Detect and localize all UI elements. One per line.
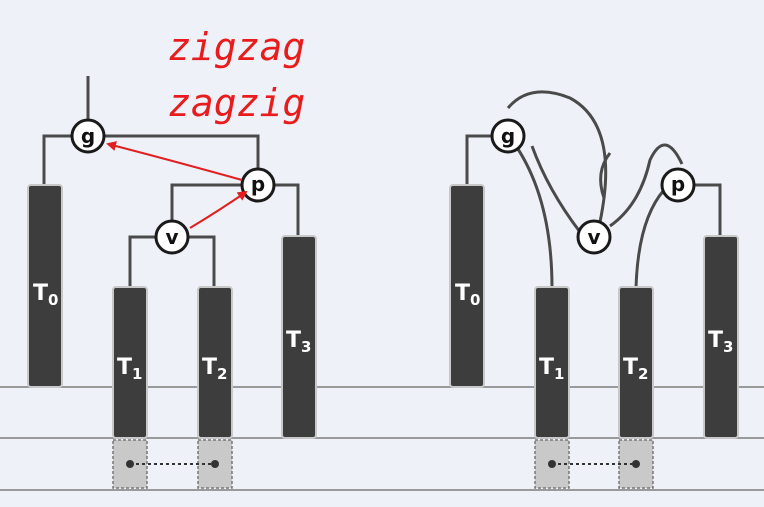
- node-p-label: p: [251, 172, 265, 196]
- subtree-t1-bar: [112, 286, 148, 439]
- node-g-circle: [70, 118, 106, 154]
- subtree-t0-label-right: T0: [455, 281, 480, 309]
- ghost-dot-t1: [126, 460, 134, 468]
- arrow-p-to-g: [106, 141, 243, 181]
- curve-v-right: [609, 143, 684, 228]
- node-v-circle-right: [576, 219, 612, 255]
- curve-top-g: [506, 90, 608, 223]
- edge-g-p: [104, 134, 260, 172]
- edge-p-v: [170, 183, 242, 222]
- node-v-label: v: [165, 225, 178, 249]
- edge-p-t3: [274, 183, 300, 238]
- subtree-t2-bar-right: [618, 286, 654, 439]
- subtree-t1-label-right: T1: [539, 355, 564, 383]
- left-tree: T0 T1 T2 T3 g p v: [27, 76, 317, 489]
- node-v-label-right: v: [587, 225, 600, 249]
- node-p-label-right: p: [671, 172, 685, 196]
- subtree-t2-label: T2: [202, 355, 227, 383]
- subtree-t1-label: T1: [117, 355, 142, 383]
- node-g-circle-right: [490, 118, 526, 154]
- node-g-label-right: g: [501, 124, 515, 148]
- arrow-v-to-p: [189, 190, 248, 229]
- edge-v-t1: [128, 235, 156, 288]
- subtree-t1-bar-right: [534, 286, 570, 439]
- ghost-dot-t2-right: [632, 460, 640, 468]
- curve-g-t1: [514, 145, 554, 289]
- handwritten-zagzig: zagzig: [168, 81, 305, 125]
- subtree-t3-bar: [281, 235, 317, 439]
- curve-p-t2: [634, 189, 666, 289]
- subtree-t3-label-right: T3: [708, 328, 733, 356]
- ghost-dot-t1-right: [548, 460, 556, 468]
- edge-v-t2: [188, 235, 216, 288]
- curve-top-v: [599, 152, 612, 199]
- edge-g-t0: [42, 134, 72, 186]
- node-p-circle-right: [660, 167, 696, 203]
- subtree-t2-bar: [197, 286, 233, 439]
- edge-g-t0-right: [465, 134, 491, 186]
- right-tree: T0 T1 T2 T3 g v p: [449, 90, 739, 489]
- subtree-t3-bar-right: [703, 235, 739, 439]
- node-p-circle: [240, 167, 276, 203]
- subtree-t2-label-right: T2: [623, 355, 648, 383]
- node-v-circle: [154, 219, 190, 255]
- ghost-dot-t2: [211, 460, 219, 468]
- handwritten-zigzag: zigzag: [168, 25, 305, 69]
- subtree-t3-label: T3: [286, 328, 311, 356]
- subtree-t0-bar: [27, 184, 63, 388]
- subtree-t0-bar-right: [449, 184, 485, 388]
- edge-p-t3-right: [694, 183, 722, 238]
- subtree-t0-label: T0: [33, 281, 58, 309]
- curve-v-left: [530, 145, 582, 233]
- node-g-label: g: [81, 124, 95, 148]
